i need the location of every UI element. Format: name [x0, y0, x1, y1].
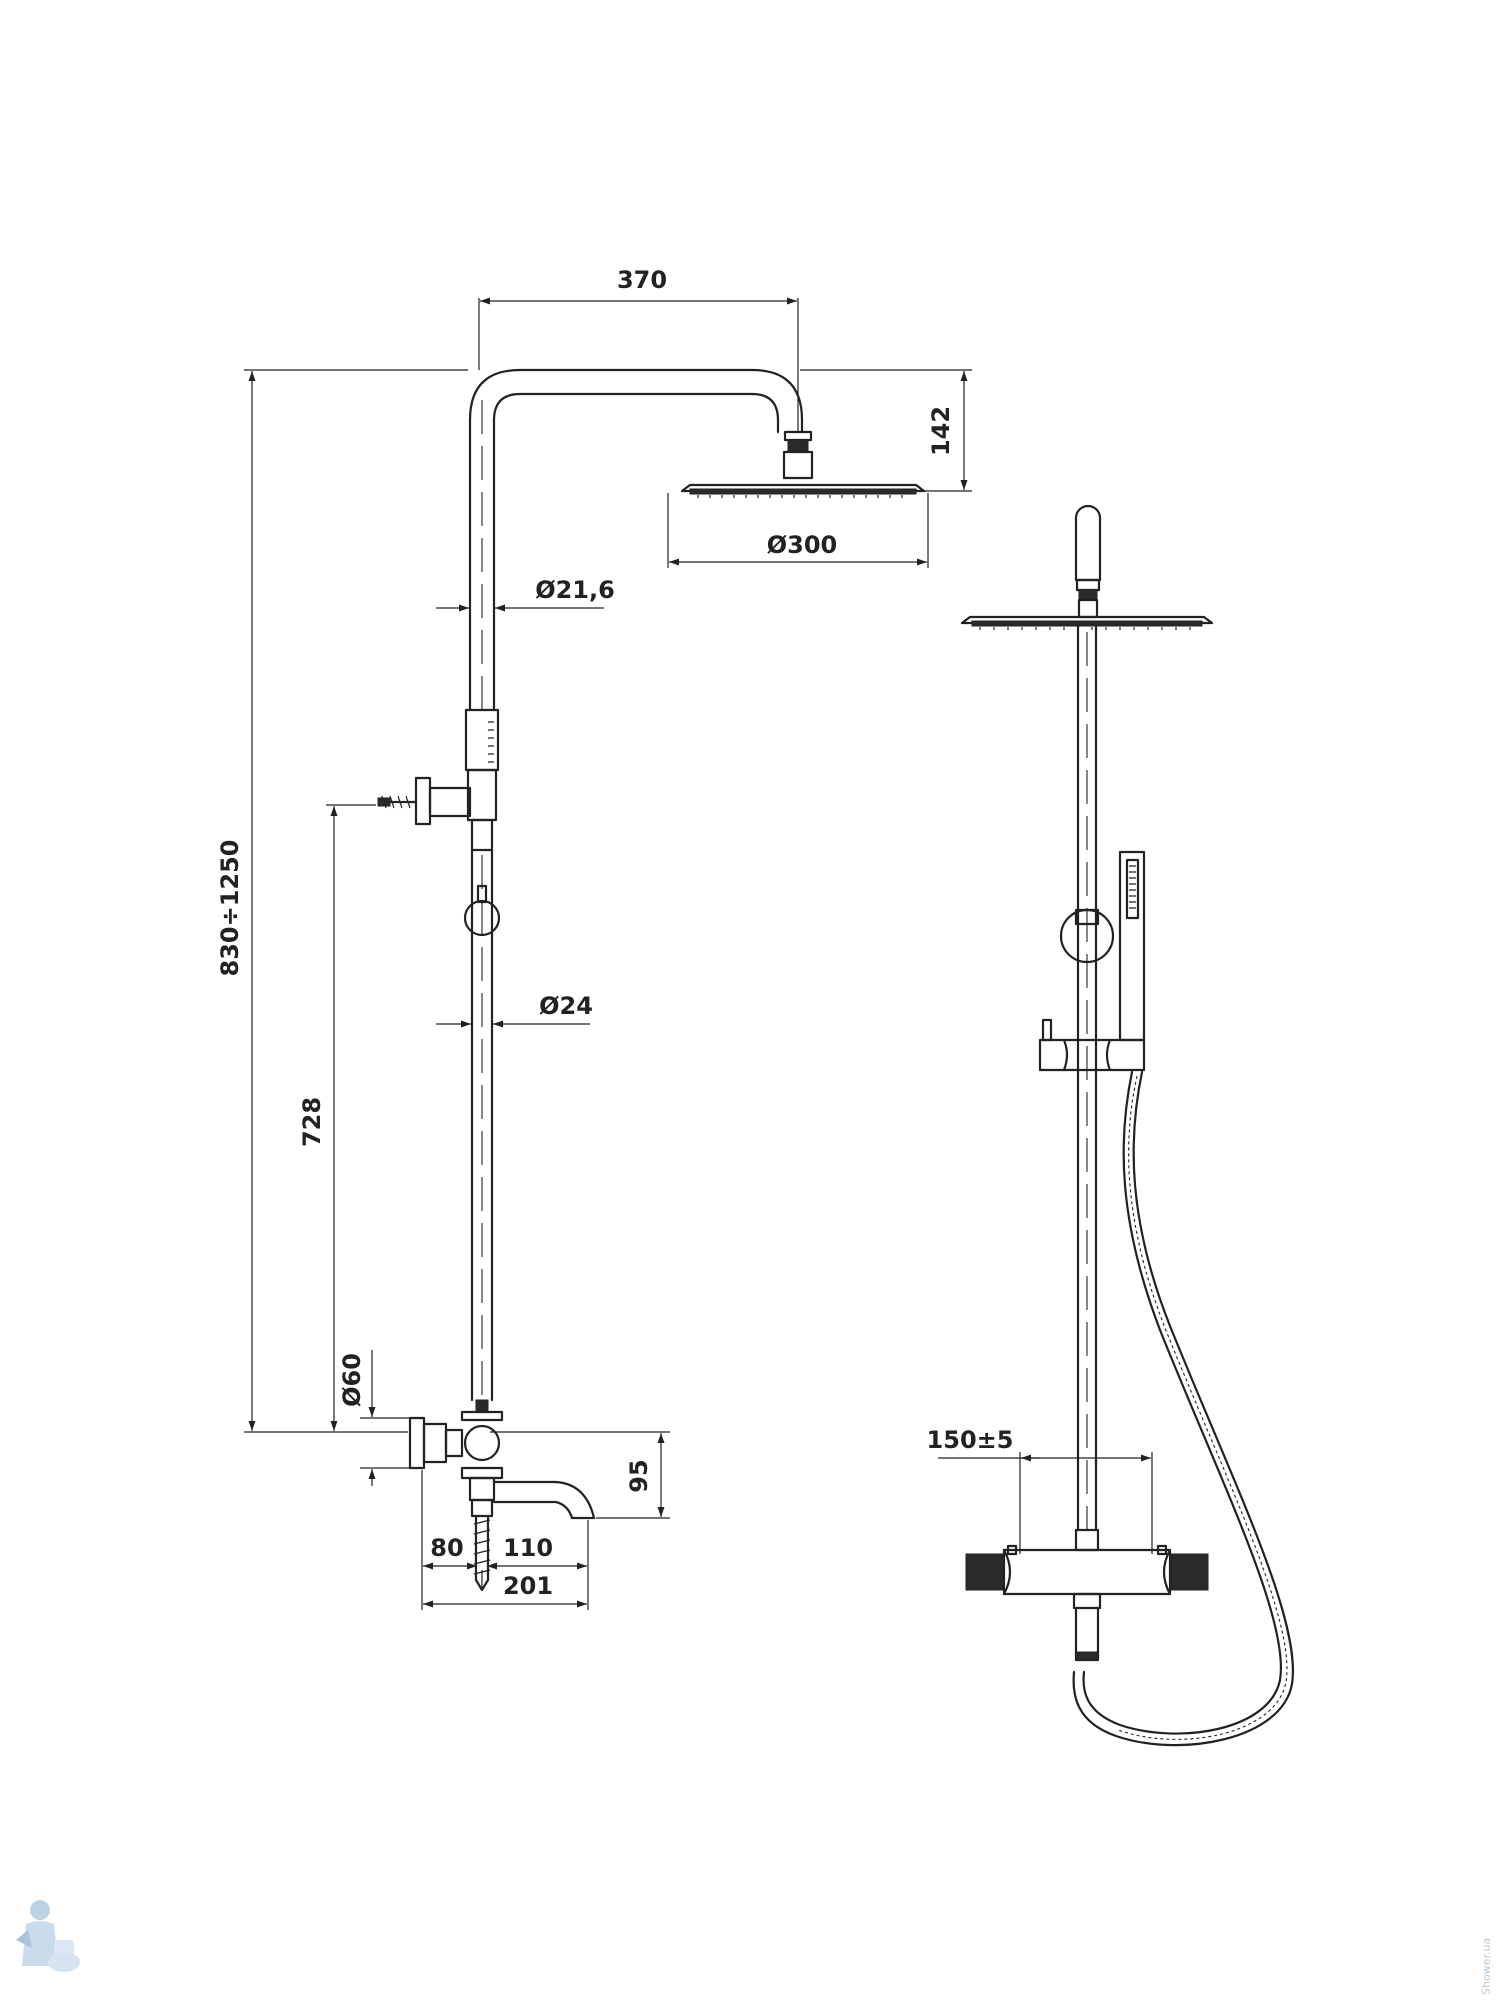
dim-inlet-spacing: 150±5	[927, 1426, 1014, 1454]
mixer-body	[408, 1399, 504, 1518]
bath-spout	[492, 1480, 596, 1520]
shower-head-nozzles	[697, 495, 903, 498]
brand-logo-mascot	[16, 1900, 80, 1972]
dim-spout-drop: 95	[625, 1459, 653, 1492]
shower-head-connector	[782, 430, 814, 480]
shower-hose	[1072, 1070, 1295, 1747]
side-view	[960, 504, 1295, 1747]
dim-head-drop: 142	[927, 406, 955, 456]
dim-upper-pipe-diameter: Ø21,6	[535, 576, 615, 604]
side-rail	[1076, 624, 1098, 1532]
wall-bracket	[377, 776, 472, 826]
lower-riser	[470, 848, 494, 1402]
dim-spout-reach: 110	[503, 1534, 553, 1562]
dim-lower-pipe-diameter: Ø24	[539, 992, 593, 1020]
overhead-arm	[468, 368, 804, 715]
dim-wall-offset: 80	[430, 1534, 463, 1562]
dim-total-height: 830÷1250	[216, 839, 244, 976]
side-slider-holder	[1038, 1018, 1146, 1072]
side-top-cap	[1074, 504, 1102, 601]
slider	[463, 884, 501, 937]
dim-total-projection: 201	[503, 1572, 553, 1600]
hand-shower	[1118, 850, 1146, 1042]
side-wall-bracket	[1059, 908, 1115, 964]
front-dimensions: 370 142 Ø300 Ø21,6 Ø24 830÷1250 728	[216, 266, 972, 1610]
dim-arm-reach: 370	[617, 266, 667, 294]
front-view	[377, 368, 926, 1592]
side-dimensions: 150±5	[927, 1426, 1153, 1554]
rain-shower-head	[680, 483, 926, 498]
watermark-text: Shower.ua	[1480, 1938, 1493, 1995]
dim-bracket-height: 728	[298, 1097, 326, 1147]
dim-head-diameter: Ø300	[767, 531, 838, 559]
riser-coupling	[464, 708, 500, 852]
side-rain-shower-head	[960, 598, 1214, 630]
side-thermostatic-mixer	[965, 1528, 1209, 1662]
dim-rosette-diameter: Ø60	[338, 1353, 366, 1407]
